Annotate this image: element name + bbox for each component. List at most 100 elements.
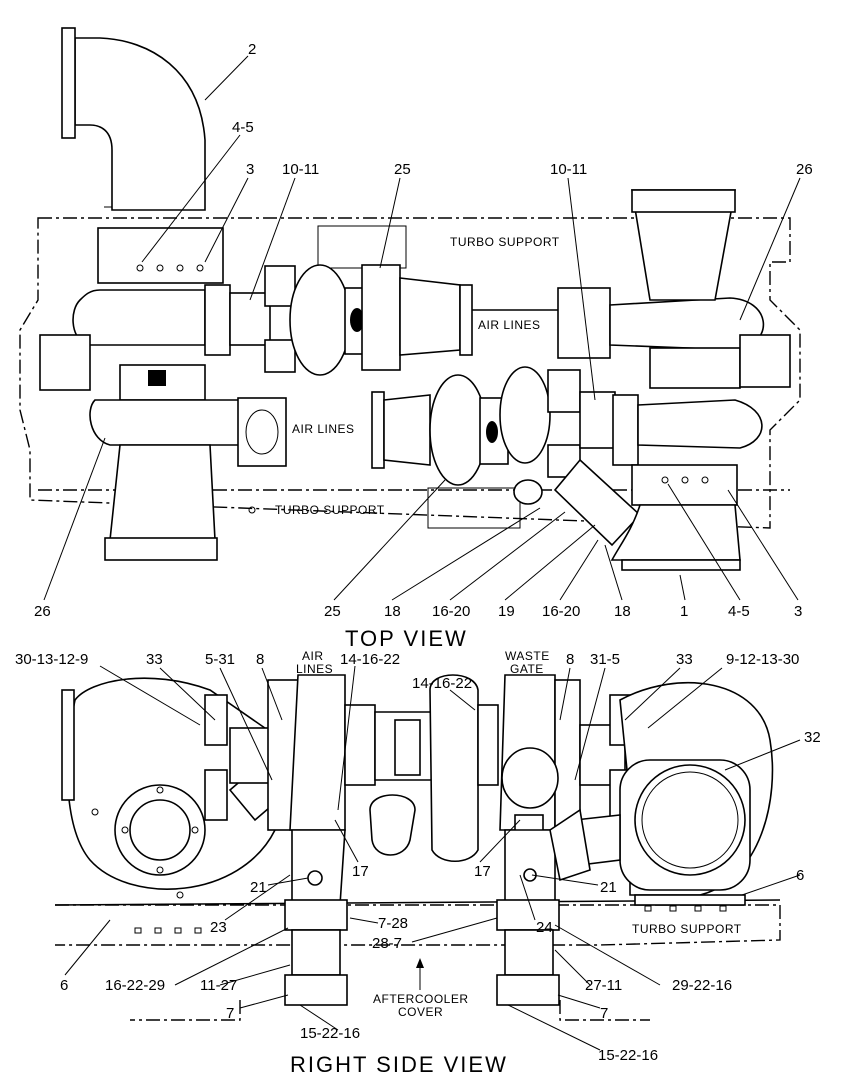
callout-17-left: 17: [352, 863, 369, 880]
turbo-ul-flange: [204, 284, 231, 356]
callout-27-11: 27-11: [585, 977, 622, 994]
left-support-nameplate: [148, 370, 166, 386]
right-support-block: [649, 347, 741, 389]
waste-gate-flange: [513, 479, 543, 505]
right-compressor-flange: [554, 679, 581, 831]
air-line-lower-hose: [383, 394, 431, 466]
center-right-elbow: [429, 674, 479, 863]
aftercooler-outline-right: [559, 1000, 650, 1021]
callout-8-left: 8: [256, 651, 264, 668]
air-line-upper-hose: [399, 277, 461, 356]
left-mount-bolts: [136, 264, 204, 272]
callout-25-bottom: 25: [324, 603, 341, 620]
callout-10-11-left: 10-11: [282, 161, 319, 178]
callout-26-left: 26: [34, 603, 51, 620]
aftercooler-outline-left: [130, 1000, 241, 1021]
callout-4-5-bottom: 4-5: [728, 603, 750, 620]
turbo-lr-flange: [612, 394, 639, 466]
callout-3-top: 3: [246, 161, 254, 178]
callout-2: 2: [248, 41, 256, 58]
left-aftercooler-pipe: [291, 929, 341, 976]
center-left-elbow: [369, 794, 416, 856]
callout-8-right: 8: [566, 651, 574, 668]
callout-25-top: 25: [394, 161, 411, 178]
callout-10-11-right: 10-11: [550, 161, 587, 178]
left-clamp-upper: [204, 694, 228, 746]
aftercooler-label-1: AFTERCOOLER: [373, 992, 469, 1006]
air-lines-label-side-1: AIR: [302, 649, 324, 663]
center-right-clamp: [477, 704, 499, 786]
air-lines-label-side-2: LINES: [296, 662, 333, 676]
callout-29-22-16: 29-22-16: [672, 977, 732, 994]
callout-33-left: 33: [146, 651, 163, 668]
callout-7-left: 7: [226, 1005, 234, 1022]
callout-9-12-13-30: 9-12-13-30: [726, 651, 799, 668]
right-riser-pipe: [504, 829, 556, 906]
callout-16-20-right: 16-20: [542, 603, 580, 620]
support-bracket-lower: [427, 487, 521, 529]
right-aftercooler-pipe: [504, 929, 554, 976]
air-line-lower-flange: [371, 391, 385, 469]
left-clamp-lower: [204, 769, 228, 821]
turbo-ur-housing: [557, 287, 611, 359]
turbo-ul-shaft-mark: [350, 308, 364, 332]
center-left-clamp: [344, 704, 376, 786]
center-hose-band: [394, 719, 421, 776]
callout-6-right: 6: [796, 867, 804, 884]
callout-19: 19: [498, 603, 515, 620]
turbo-ll-housing: [237, 397, 287, 467]
right-outlet-flange: [621, 559, 741, 571]
left-riser-pipe: [291, 829, 346, 906]
aftercooler-arrow-head: [416, 958, 424, 968]
callout-24: 24: [536, 919, 553, 936]
turbo-lr-pipe: [579, 391, 616, 449]
right-scroll-outlet-bore: [641, 771, 739, 869]
left-scroll-bolts: [91, 786, 199, 899]
callout-18-left: 18: [384, 603, 401, 620]
callout-14-16-22-left: 14-16-22: [340, 651, 400, 668]
left-aftercooler-flange: [284, 899, 348, 931]
turbo-support-outline-top: [19, 217, 801, 529]
right-support-bolts: [644, 905, 727, 912]
callout-1: 1: [680, 603, 688, 620]
right-waste-elbow: [549, 808, 591, 882]
callout-33-right: 33: [676, 651, 693, 668]
callout-31-5: 31-5: [590, 651, 620, 668]
right-side-view: AIR LINES WASTE GATE TURBO SUPPORT AFTER…: [15, 649, 821, 1077]
support-bracket-upper: [317, 225, 407, 269]
callout-11-27: 11-27: [200, 977, 237, 994]
callout-5-31: 5-31: [205, 651, 235, 668]
callout-16-22-29: 16-22-29: [105, 977, 165, 994]
turbo-ll-port: [245, 409, 279, 455]
leader-lines-top: [43, 55, 801, 601]
right-drain-plug: [523, 868, 537, 882]
callout-6-left: 6: [60, 977, 68, 994]
left-compressor-body: [289, 674, 346, 831]
left-outlet-flange: [104, 537, 218, 561]
callout-26-right: 26: [796, 161, 813, 178]
turbo-support-label-upper: TURBO SUPPORT: [450, 235, 560, 249]
callout-21-left: 21: [250, 879, 267, 896]
waste-gate-label-2: GATE: [510, 662, 544, 676]
left-lower-flange: [284, 974, 348, 1006]
callout-4-5-top: 4-5: [232, 119, 254, 136]
support-bolt-holes: [134, 927, 202, 934]
right-inlet-flange: [631, 189, 736, 213]
turbo-support-label-side: TURBO SUPPORT: [632, 922, 742, 936]
turbo-lr-compressor: [429, 374, 487, 486]
callout-21-right: 21: [600, 879, 617, 896]
aftercooler-label-2: COVER: [398, 1005, 443, 1019]
right-end-stub: [739, 334, 791, 388]
exhaust-elbow: [74, 37, 206, 211]
right-mount-block: [631, 464, 738, 506]
waste-gate-actuator: [501, 747, 559, 809]
callout-23: 23: [210, 919, 227, 936]
leader-lines-side: [64, 665, 801, 1051]
callout-7-28: 7-28: [378, 915, 408, 932]
callout-16-20-left: 16-20: [432, 603, 470, 620]
left-drain-plug: [307, 870, 323, 886]
turbo-upper-left: [72, 289, 206, 346]
top-view-title: TOP VIEW: [345, 626, 468, 651]
callout-17-right: 17: [474, 863, 491, 880]
